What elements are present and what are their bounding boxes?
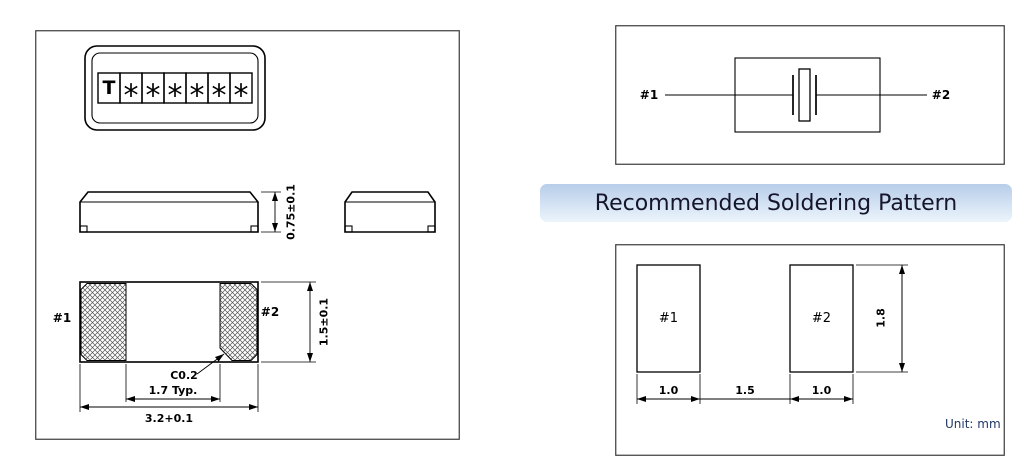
height-dimension: 0.75±0.1 [261,184,298,240]
height-dim-label: 0.75±0.1 [285,184,298,240]
package-end-view [344,191,436,233]
pin2-label: #2 [932,88,950,102]
pad-width-dimensions: 1.0 1.5 1.0 [636,374,854,404]
width-dimension: 1.5±0.1 [261,281,331,363]
pad2-label: #2 [261,305,279,319]
pad1-width-dim-label: 1.0 [659,384,679,397]
pad2-area [219,283,258,361]
drawing-frame [35,30,460,440]
package-bottom-view: #1 #2 [53,281,279,363]
pad-gap-dimension: 1.7 Typ. [125,364,221,402]
marking-char: * [168,79,183,114]
pin1-label: #1 [640,88,658,102]
pad-gap-dim-label: 1.5 [735,384,755,397]
pad-height-dim-label: 1.8 [875,308,888,328]
chamfer-dimension: C0.2 [170,353,225,382]
solder-pad1 [636,264,701,373]
unit-label: Unit: mm [945,417,1001,431]
soldering-pattern-drawing: #1 #2 1.8 1.0 1.5 1.0 Unit: mm [615,244,1005,456]
solder-pad2 [789,264,854,373]
internal-connection-diagram: #1 #2 [615,25,1005,165]
soldering-pattern-header-label: Recommended Soldering Pattern [594,190,958,216]
pad-height-dimension: 1.8 [856,264,908,373]
pad1-label: #1 [53,311,71,325]
pad-gap-dim-label: 1.7 Typ. [149,384,198,397]
chamfer-dim-label: C0.2 [170,369,198,382]
marking-char: * [146,79,161,114]
pad2-width-dim-label: 1.0 [812,384,832,397]
marking-text: T * * * * * * [103,77,249,114]
marking-cells [97,72,253,104]
package-side-view [79,191,259,233]
solder-pad2-label: #2 [812,311,831,326]
marking-char: * [124,79,139,114]
marking-char: T [103,77,116,99]
pattern-frame [615,244,1005,456]
marking-char: * [212,79,227,114]
soldering-pattern-header: Recommended Soldering Pattern [540,184,1012,222]
package-dimensions-drawing: T * * * * * * 0.75±0.1 [35,30,460,440]
width-dim-label: 1.5±0.1 [318,298,331,346]
marking-char: * [234,79,249,114]
marking-char: * [190,79,205,114]
pad1-area [80,283,127,361]
length-dimension: 3.2+0.1 [79,364,259,425]
length-dim-label: 3.2+0.1 [145,412,193,425]
crystal-symbol [665,57,927,133]
package-top-view [84,45,266,131]
solder-pad1-label: #1 [659,311,678,326]
